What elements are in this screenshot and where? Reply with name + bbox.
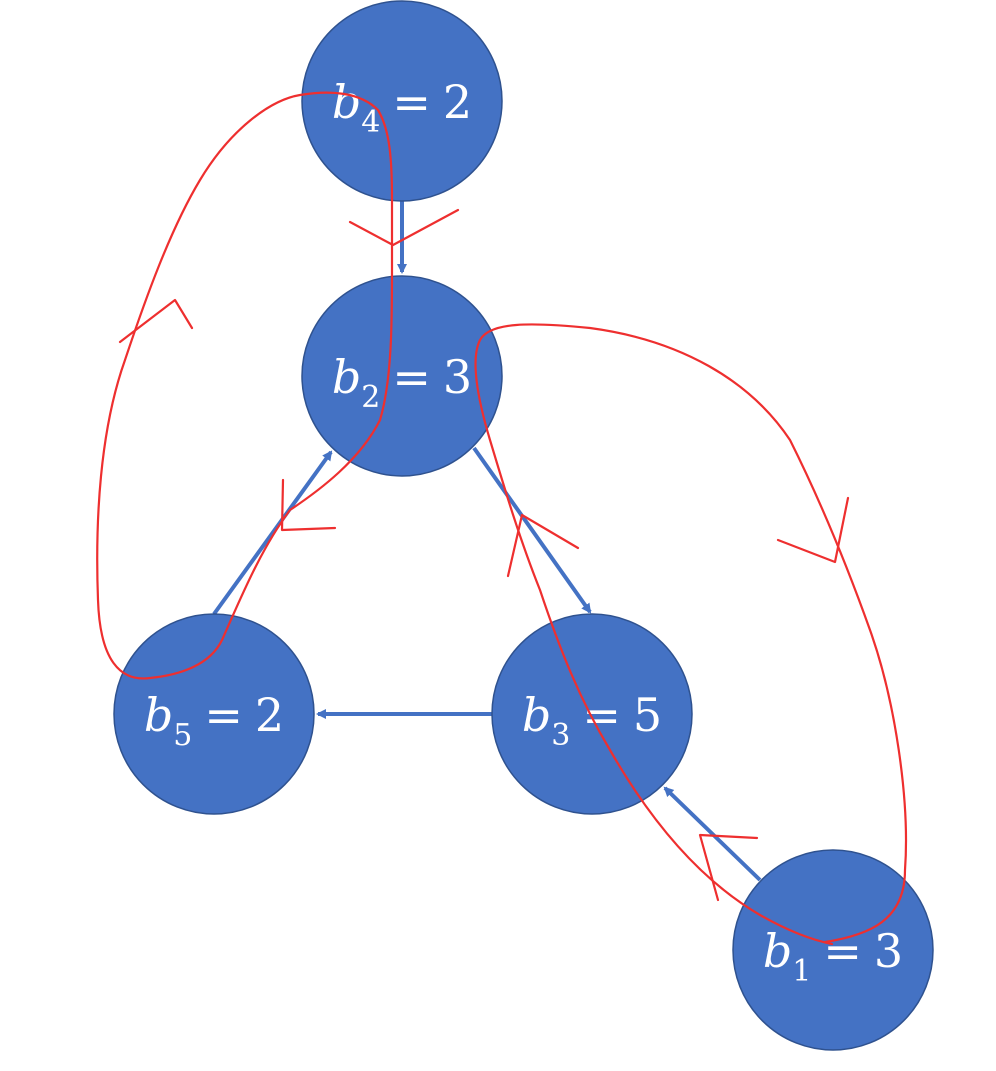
ink-tick-3 (280, 478, 337, 532)
node-b3: b3=5 (491, 613, 693, 815)
edges (212, 200, 762, 882)
node-b5-circle (113, 613, 315, 815)
node-b2-circle (301, 275, 503, 477)
node-b2: b2=3 (301, 275, 503, 477)
ink-tick-4 (506, 513, 580, 578)
ink-tick-2 (118, 298, 194, 344)
edge-b2-b3 (472, 446, 592, 614)
ink-tick-5 (776, 496, 850, 564)
node-b3-circle (491, 613, 693, 815)
node-b1-label: b1=3 (763, 924, 903, 989)
ink-right-loop (474, 323, 908, 946)
node-b5: b5=2 (113, 613, 315, 815)
edge-b5-b2 (212, 450, 333, 616)
node-b4: b4=2 (301, 0, 503, 202)
ink-left-loop (96, 91, 394, 680)
node-b1: b1=3 (732, 849, 934, 1051)
node-b4-label: b4=2 (332, 75, 472, 140)
node-b3-label: b3=5 (522, 688, 662, 753)
edge-b1-b3 (663, 786, 762, 882)
node-b5-label: b5=2 (144, 688, 284, 753)
ink-tick-1 (348, 208, 460, 247)
ink-tick-6 (698, 833, 759, 902)
node-b2-label: b2=3 (332, 350, 472, 415)
annotation-ink (96, 91, 908, 946)
node-b1-circle (732, 849, 934, 1051)
node-b4-circle (301, 0, 503, 202)
